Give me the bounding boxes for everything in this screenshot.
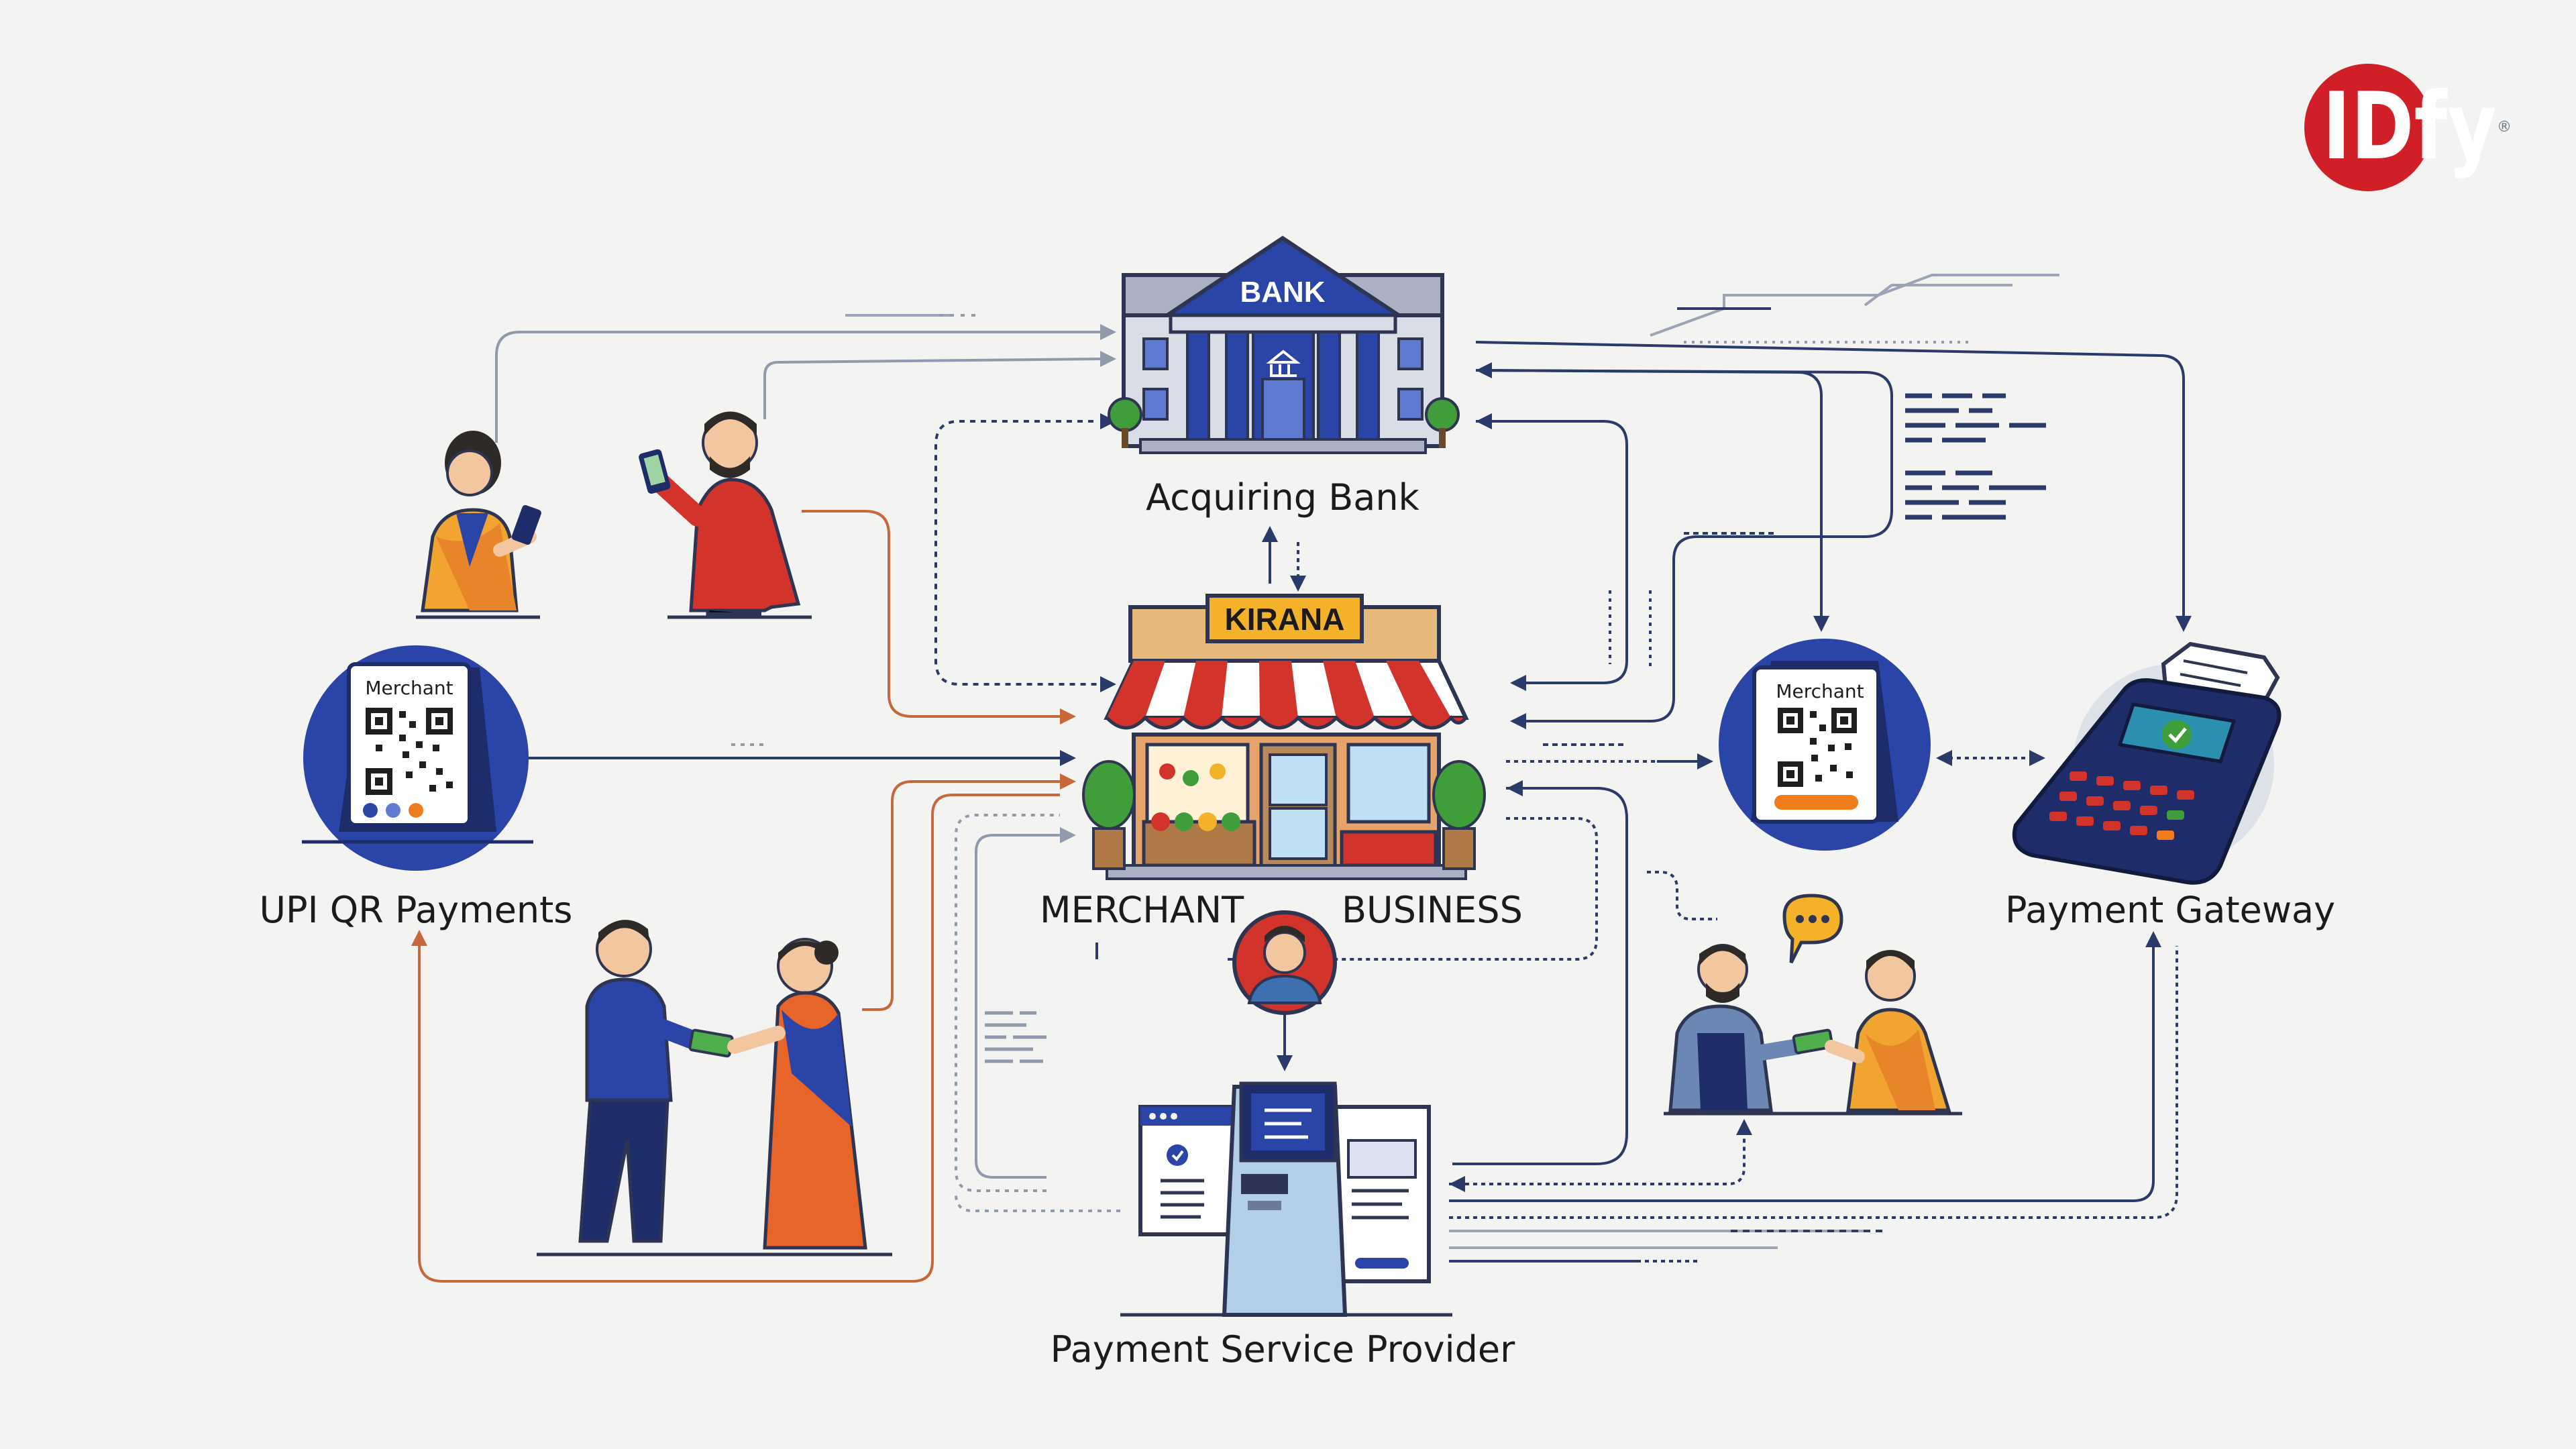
connector-psp-to-kirana-gray	[975, 834, 1060, 1179]
arrowhead-kirana-orange-2	[1060, 773, 1076, 790]
arrowhead-kirana-right-in-3	[1507, 780, 1523, 796]
upi-qr-code	[366, 708, 453, 795]
kirana-store-icon	[1082, 594, 1486, 880]
logo-reg-mark: ®	[2497, 119, 2512, 136]
arrowhead-gateway-up	[2145, 931, 2161, 947]
arrowhead-bank-woman	[1100, 324, 1116, 340]
bank-building-icon	[1108, 235, 1460, 454]
arrowhead-kirana-right-in-2	[1510, 713, 1526, 729]
deco-line-topright-3	[1864, 284, 2012, 307]
arrowhead-merchant-qr-down	[1813, 616, 1829, 632]
arrowheads	[411, 324, 2192, 1192]
pos-terminal-icon	[2012, 641, 2282, 885]
arrowhead-kirana-upi	[1060, 750, 1076, 766]
man-with-phone-icon	[639, 411, 812, 619]
arrowhead-qr-left	[1936, 750, 1952, 766]
logo-text: IDfy	[2322, 72, 2497, 180]
arrowhead-bank-right-in	[1476, 362, 1492, 378]
connector-counter-dotted	[1647, 871, 1717, 920]
idfy-logo: IDfy ®	[2304, 64, 2512, 191]
connector-bank-to-merchant-qr	[1475, 341, 2185, 617]
arrowhead-upi-up	[411, 930, 427, 946]
upi-card-title: Merchant	[365, 677, 453, 699]
acquiring-bank-label: Acquiring Bank	[1146, 476, 1419, 519]
logo-circle-icon	[2304, 64, 2432, 191]
counter-couple-icon	[1664, 944, 1962, 1116]
upi-qr-payments-label: UPI QR Payments	[260, 889, 573, 931]
connector-psp-to-gateway	[1449, 946, 2155, 1202]
code-lines-decoration	[1905, 393, 2046, 520]
arrowhead-psp-right-in	[1449, 1176, 1465, 1192]
payment-service-provider-label: Payment Service Provider	[1051, 1328, 1515, 1371]
merchant-qr-standee-icon	[1719, 639, 1931, 851]
connector-psp-to-counter	[1449, 1134, 1746, 1185]
arrowhead-gateway-down	[2176, 616, 2192, 632]
connector-cash-to-kirana	[862, 780, 1060, 1011]
connector-psp-to-upi	[418, 794, 1060, 1283]
arrowhead-kirana-down	[1290, 576, 1306, 592]
business-label: BUSINESS	[1342, 889, 1523, 931]
arrowhead-kirana-orange-1	[1060, 708, 1076, 724]
connector-man-to-bank	[763, 358, 1101, 419]
bank-sign-text: BANK	[1240, 276, 1325, 309]
woman-with-phone-icon	[416, 431, 541, 619]
arrowhead-bank-loop	[1100, 413, 1116, 429]
connector-kirana-to-psp-dotted	[1311, 817, 1598, 961]
arrowhead-merchant-qr-right	[1697, 753, 1713, 769]
arrowhead-bank-right-in-2	[1476, 413, 1492, 429]
arrowhead-kirana-right-in-1	[1510, 675, 1526, 691]
connector-psp-left-dotted	[955, 1193, 1120, 1212]
arrowhead-kirana-gray	[1060, 827, 1076, 843]
merchant-avatar-icon	[1232, 910, 1337, 1015]
arrowhead-counter-up	[1736, 1119, 1752, 1135]
psp-kiosk-icon	[1120, 1081, 1452, 1317]
arrowhead-kirana-loop	[1100, 676, 1116, 692]
connector-bank-to-kirana-right	[1476, 420, 1628, 684]
kirana-sign-text: KIRANA	[1225, 602, 1345, 637]
connector-bank-right-branch	[1475, 369, 1893, 722]
cash-exchange-couple-icon	[537, 920, 892, 1256]
connector-bank-to-kirana-loop	[934, 420, 1100, 686]
connector-bank-to-gateway	[1475, 369, 1823, 617]
connector-psp-to-kirana-dotted	[955, 814, 1060, 1192]
arrowhead-bank-man	[1100, 351, 1116, 367]
chat-bubble-icon	[1782, 894, 1843, 964]
connectors	[418, 274, 2185, 1283]
arrowhead-gateway-left	[2029, 750, 2045, 766]
connector-man-to-kirana	[802, 510, 1060, 718]
arrowhead-psp-down	[1277, 1055, 1293, 1071]
merchant-qr-code	[1778, 708, 1857, 787]
connector-woman-to-bank	[495, 331, 1100, 443]
upi-qr-standee-icon	[302, 645, 533, 871]
merchant-qr-card-title: Merchant	[1776, 680, 1864, 702]
merchant-label: MERCHANT	[1040, 889, 1244, 931]
connector-psp-to-gateway-dotted	[1449, 946, 2178, 1219]
deco-line-topright-1	[1650, 274, 2059, 337]
code-lines-left-decoration	[985, 1011, 1046, 1063]
pos-keypad	[2049, 771, 2194, 840]
connector-kirana-to-counter	[1452, 787, 1628, 1165]
payment-gateway-label: Payment Gateway	[2005, 889, 2335, 931]
arrowhead-bank-up	[1262, 526, 1278, 542]
